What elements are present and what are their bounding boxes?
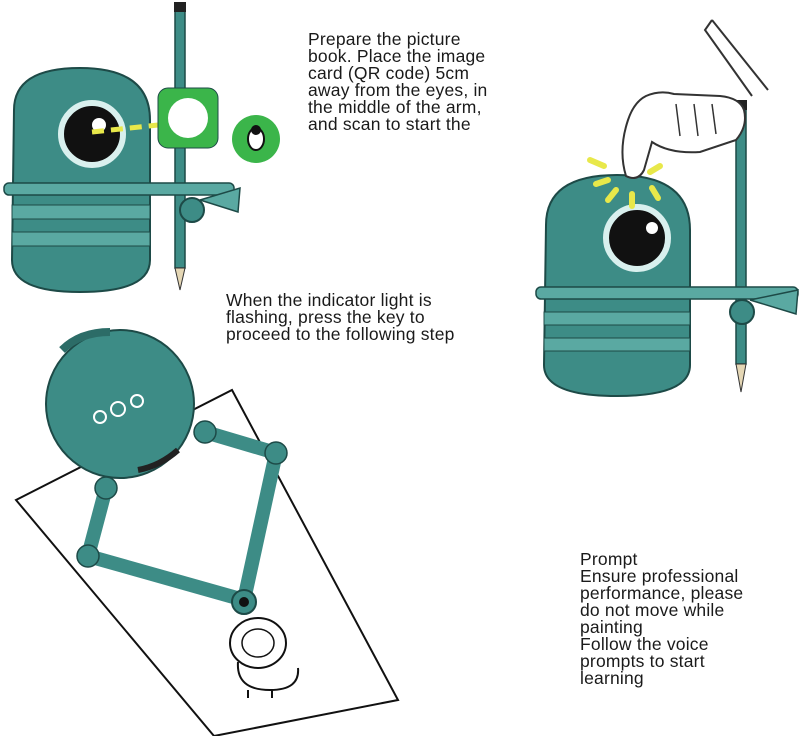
step2-instruction: When the indicator light is flashing, pr…: [226, 290, 455, 344]
penguin-sketch-icon: [229, 617, 300, 698]
robot-right: [535, 173, 799, 398]
prompt-note: Prompt Ensure professional performance, …: [580, 549, 744, 688]
drawing-arm: [76, 420, 288, 615]
robot-topview: [45, 328, 195, 479]
qr-card-icon: [157, 87, 219, 149]
step1-instruction: Prepare the picture book. Place the imag…: [308, 29, 488, 134]
penguin-card-icon: [232, 115, 280, 163]
scan-beam: [91, 121, 169, 135]
pointing-hand-icon: [621, 19, 769, 179]
robot-left: [3, 66, 241, 294]
